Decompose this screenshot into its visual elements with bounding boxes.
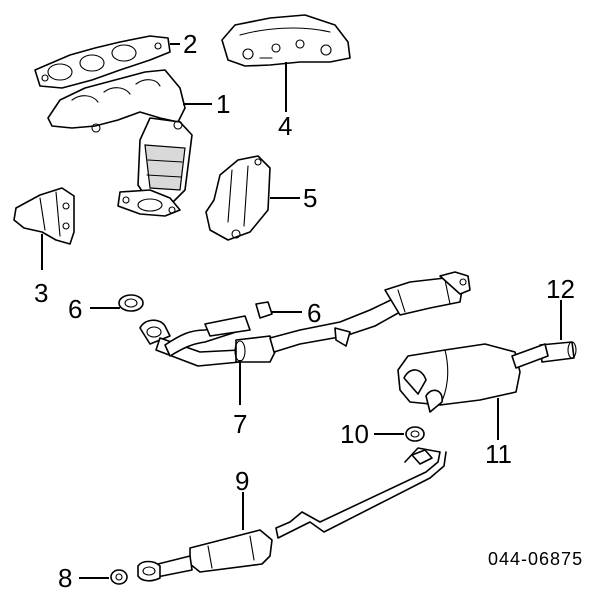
manifold-gasket xyxy=(34,35,171,89)
center-exhaust-pipe xyxy=(137,447,447,582)
callout-8: 8 xyxy=(58,563,72,593)
callout-6-right: 6 xyxy=(307,298,321,328)
gasket-small-right xyxy=(255,301,273,319)
exhaust-manifold-converter xyxy=(47,69,193,217)
gasket-ring-10 xyxy=(405,426,425,442)
front-exhaust-pipe xyxy=(139,271,471,367)
muffler xyxy=(397,343,549,413)
diagram-code: 044-06875 xyxy=(488,549,583,569)
callout-numbers: 2 1 4 3 5 6 6 7 12 11 10 9 8 xyxy=(34,29,575,593)
callout-10: 10 xyxy=(340,419,369,449)
leader-lines xyxy=(41,43,562,579)
gasket-ring-left xyxy=(118,294,144,312)
callout-1: 1 xyxy=(216,89,230,119)
callout-5: 5 xyxy=(303,183,317,213)
callout-11: 11 xyxy=(485,439,512,469)
lower-heat-insulator xyxy=(205,155,271,241)
callout-3: 3 xyxy=(34,278,48,308)
callout-6-left: 6 xyxy=(68,294,82,324)
upper-heat-insulator xyxy=(221,14,351,67)
bracket-insulator xyxy=(13,187,75,245)
callout-12: 12 xyxy=(546,274,575,304)
callout-4: 4 xyxy=(278,111,292,141)
callout-2: 2 xyxy=(183,29,197,59)
callout-7: 7 xyxy=(233,409,247,439)
callout-9: 9 xyxy=(235,466,249,496)
gasket-ring-8 xyxy=(110,569,128,585)
